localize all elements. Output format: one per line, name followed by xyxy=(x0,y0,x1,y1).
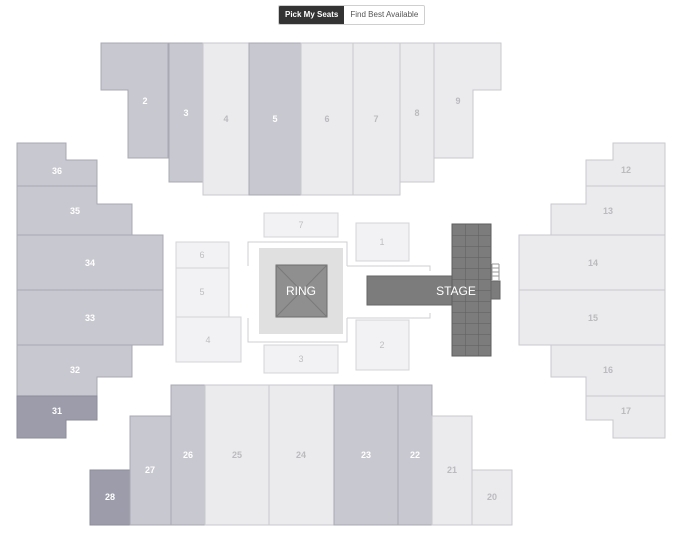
floor-section-5[interactable]: 5 xyxy=(175,267,230,318)
floor-section-2[interactable]: 2 xyxy=(355,319,410,371)
section-7[interactable]: 7 xyxy=(352,42,401,196)
section-8[interactable]: 8 xyxy=(399,42,435,183)
section-4[interactable]: 4 xyxy=(202,42,250,196)
section-27[interactable]: 27 xyxy=(129,415,172,526)
section-32[interactable]: 32 xyxy=(16,344,133,397)
pick-my-seats-button[interactable]: Pick My Seats xyxy=(279,6,345,24)
section-6[interactable]: 6 xyxy=(300,42,354,196)
section-36[interactable]: 36 xyxy=(16,142,98,187)
find-best-available-button[interactable]: Find Best Available xyxy=(344,6,425,24)
section-15[interactable]: 15 xyxy=(518,289,666,346)
section-35[interactable]: 35 xyxy=(16,185,133,236)
section-23[interactable]: 23 xyxy=(333,384,399,526)
section-16[interactable]: 16 xyxy=(550,344,666,397)
section-12[interactable]: 12 xyxy=(585,142,666,187)
section-5[interactable]: 5 xyxy=(248,42,302,196)
section-25[interactable]: 25 xyxy=(204,384,270,526)
section-2[interactable]: 2 xyxy=(100,42,169,159)
floor-outline xyxy=(247,241,431,343)
section-22[interactable]: 22 xyxy=(397,384,433,526)
floor-section-3[interactable]: 3 xyxy=(263,344,339,374)
section-3[interactable]: 3 xyxy=(168,42,204,183)
floor-section-6[interactable]: 6 xyxy=(175,241,230,269)
section-13[interactable]: 13 xyxy=(550,185,666,236)
section-34[interactable]: 34 xyxy=(16,234,164,291)
seat-selection-mode-toggle: Pick My Seats Find Best Available xyxy=(278,5,426,25)
section-17[interactable]: 17 xyxy=(585,395,666,439)
section-9[interactable]: 9 xyxy=(433,42,502,159)
section-24[interactable]: 24 xyxy=(268,384,335,526)
section-28[interactable]: 28 xyxy=(89,469,131,526)
section-33[interactable]: 33 xyxy=(16,289,164,346)
ring: RING xyxy=(259,248,343,334)
floor-section-1[interactable]: 1 xyxy=(355,222,410,262)
section-21[interactable]: 21 xyxy=(431,415,473,526)
section-14[interactable]: 14 xyxy=(518,234,666,291)
stage-stairs xyxy=(491,263,500,280)
section-20[interactable]: 20 xyxy=(471,469,513,526)
floor-section-7[interactable]: 7 xyxy=(263,212,339,238)
section-31[interactable]: 31 xyxy=(16,395,98,439)
section-26[interactable]: 26 xyxy=(170,384,206,526)
floor-section-4[interactable]: 4 xyxy=(175,316,242,363)
